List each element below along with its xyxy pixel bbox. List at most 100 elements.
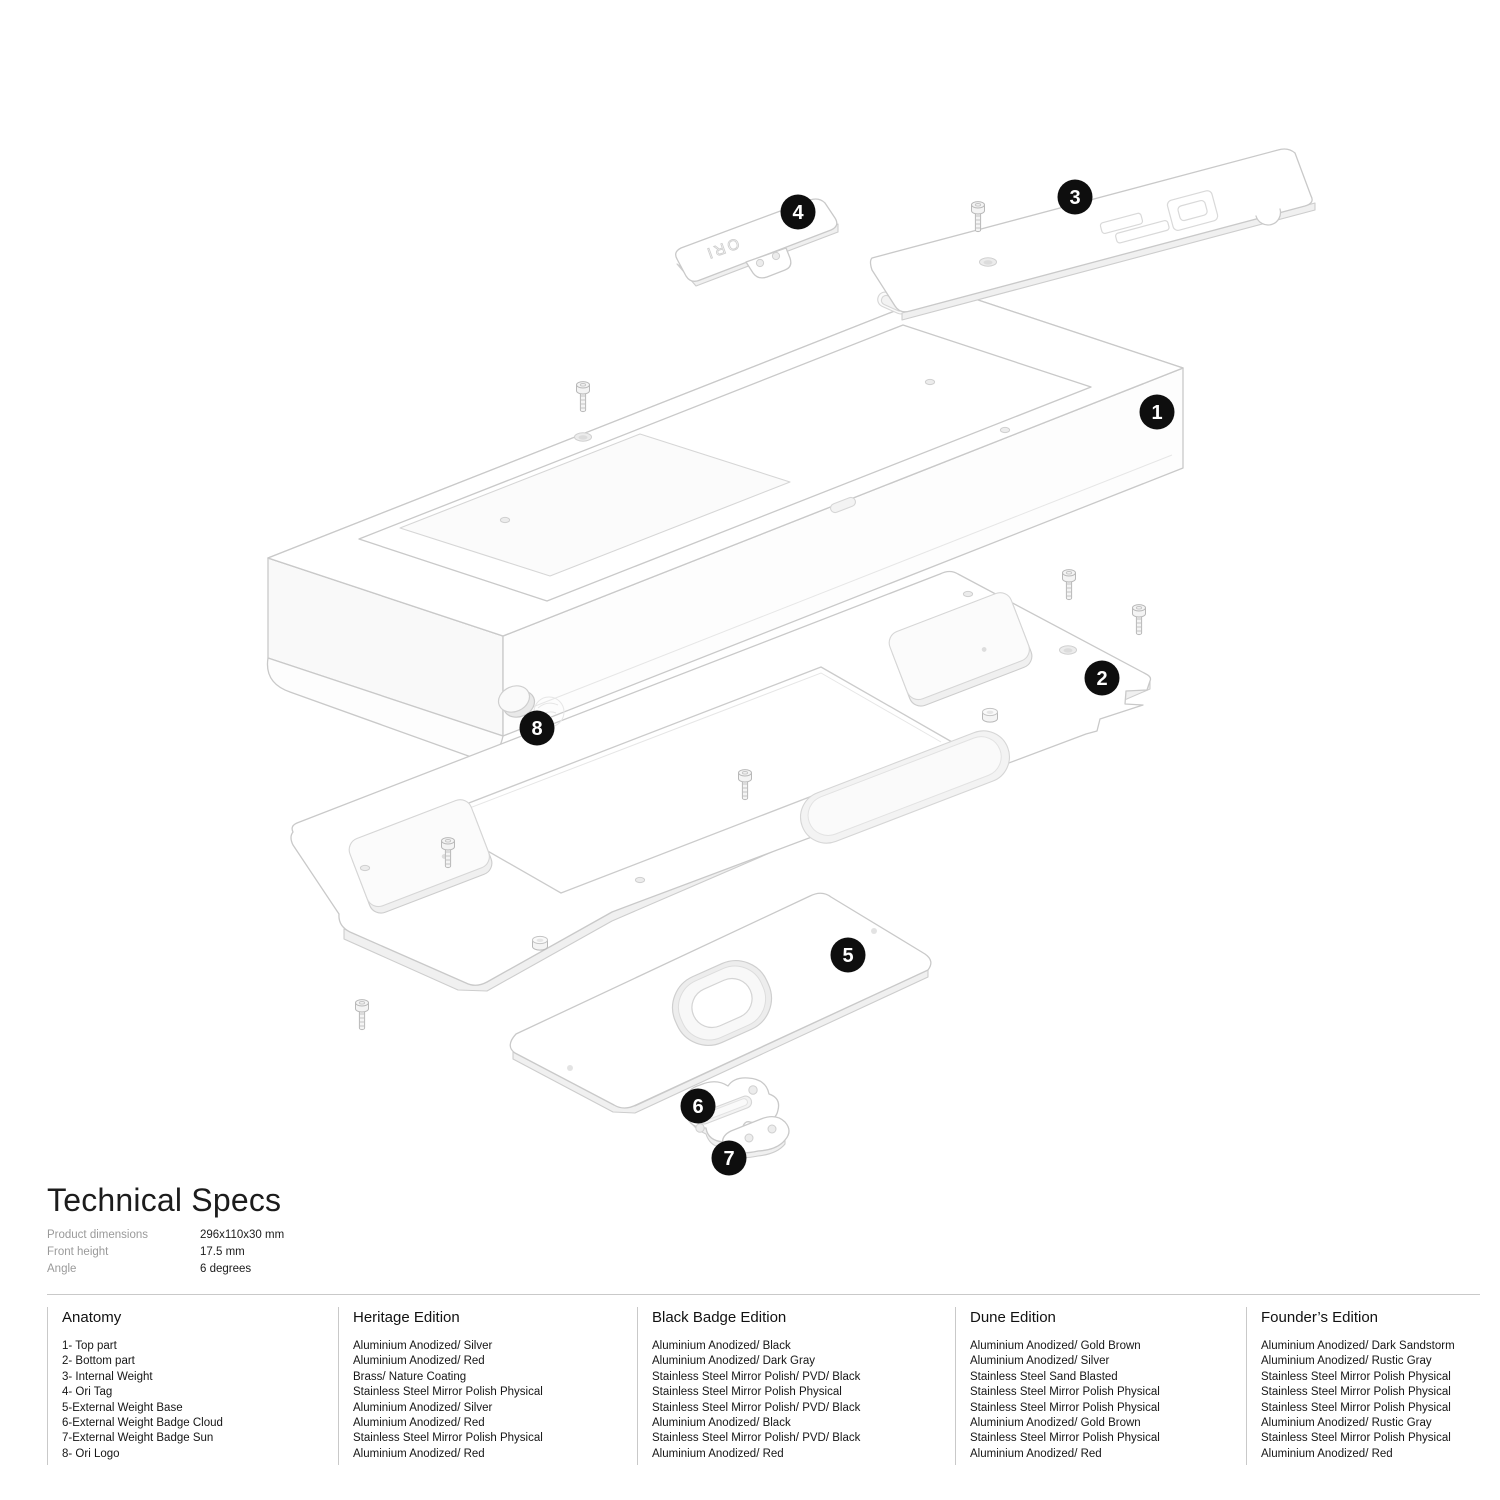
material-item: Aluminium Anodized/ Rustic Gray: [1261, 1417, 1432, 1430]
anatomy-item: 2- Bottom part: [62, 1355, 135, 1368]
column-header: Founder’s Edition: [1261, 1309, 1379, 1326]
anatomy-item: 5-External Weight Base: [62, 1401, 183, 1414]
anatomy-item: 4- Ori Tag: [62, 1386, 113, 1399]
badge-number: 6: [692, 1096, 703, 1118]
column-header: Dune Edition: [970, 1309, 1056, 1326]
callout-badge-5: 5: [830, 937, 866, 973]
material-item: Aluminium Anodized/ Silver: [353, 1340, 493, 1352]
material-item: Stainless Steel Mirror Polish Physical: [353, 1386, 543, 1399]
spec-label: Product dimensions: [47, 1229, 148, 1241]
callout-badge-6: 6: [680, 1088, 716, 1124]
plate-pad: [888, 592, 1033, 707]
material-item: Brass/ Nature Coating: [353, 1370, 467, 1383]
spec-column-black-badge: Black Badge Edition Aluminium Anodized/ …: [637, 1307, 935, 1465]
badge-circle: [519, 710, 555, 746]
material-item: Aluminium Anodized/ Gold Brown: [970, 1417, 1141, 1430]
column-header: Black Badge Edition: [652, 1309, 787, 1326]
screw-icon: [576, 381, 590, 413]
material-item: Aluminium Anodized/ Dark Sandstorm: [1261, 1340, 1455, 1352]
material-item: Stainless Steel Mirror Polish/ PVD/ Blac…: [652, 1401, 861, 1414]
column-header: Anatomy: [62, 1309, 122, 1326]
spec-column-heritage: Heritage Edition Aluminium Anodized/ Sil…: [338, 1307, 617, 1465]
material-item: Stainless Steel Mirror Polish Physical: [1261, 1401, 1451, 1414]
callout-badge-2: 2: [1084, 660, 1120, 696]
badge-number: 1: [1151, 402, 1162, 424]
material-item: Aluminium Anodized/ Black: [652, 1340, 791, 1352]
badge-circle: [830, 937, 866, 973]
spec-summary: Product dimensions 296x110x30 mm Front he…: [47, 1227, 284, 1278]
standoff-boss: [982, 707, 998, 723]
badge-number: 4: [792, 202, 804, 224]
spec-label: Front height: [47, 1246, 109, 1258]
screw-icon: [971, 201, 985, 233]
part-bottom-plate: [290, 570, 1152, 992]
badge-circle: [1057, 179, 1093, 215]
material-item: Aluminium Anodized/ Red: [970, 1447, 1102, 1460]
badge-circle: [1084, 660, 1120, 696]
material-item: Aluminium Anodized/ Dark Gray: [652, 1355, 815, 1368]
anatomy-item: 1- Top part: [62, 1340, 117, 1352]
spec-row: Front height 17.5 mm: [47, 1244, 284, 1261]
part-external-weight-base: [509, 892, 932, 1114]
material-item: Aluminium Anodized/ Rustic Gray: [1261, 1355, 1432, 1368]
spec-value: 296x110x30 mm: [200, 1229, 285, 1241]
badge-number: 2: [1096, 668, 1107, 690]
material-item: Stainless Steel Mirror Polish Physical: [970, 1432, 1160, 1445]
material-item: Stainless Steel Mirror Polish Physical: [1261, 1432, 1451, 1445]
table-top-rule: [47, 1294, 1480, 1295]
badge-number: 8: [531, 718, 542, 740]
badge-circle: [1139, 394, 1175, 430]
badge-number: 3: [1069, 187, 1080, 209]
spec-column-founders: Founder’s Edition Aluminium Anodized/ Da…: [1246, 1307, 1480, 1465]
callout-badge-1: 1: [1139, 394, 1175, 430]
screw-icon: [355, 999, 369, 1031]
material-item: Stainless Steel Sand Blasted: [970, 1370, 1118, 1383]
material-item: Aluminium Anodized/ Red: [353, 1355, 485, 1368]
material-item: Aluminium Anodized/ Black: [652, 1417, 791, 1430]
material-item: Aluminium Anodized/ Red: [652, 1447, 784, 1460]
plate-pad: [348, 799, 493, 914]
badge-circle: [711, 1140, 747, 1176]
plate-trough: [800, 730, 1010, 844]
weight-base-grommet: [671, 960, 773, 1046]
badge-circle: [780, 194, 816, 230]
material-item: Stainless Steel Mirror Polish Physical: [353, 1432, 543, 1445]
material-item: Stainless Steel Mirror Polish Physical: [1261, 1386, 1451, 1399]
anatomy-item: 3- Internal Weight: [62, 1370, 153, 1383]
material-item: Stainless Steel Mirror Polish/ PVD/ Blac…: [652, 1370, 861, 1383]
callout-badge-3: 3: [1057, 179, 1093, 215]
callout-badge-4: 4: [780, 194, 816, 230]
anatomy-item: 7-External Weight Badge Sun: [62, 1432, 214, 1445]
case-deck: [399, 432, 791, 577]
material-item: Stainless Steel Mirror Polish Physical: [970, 1386, 1160, 1399]
badge-circle: [680, 1088, 716, 1124]
material-item: Aluminium Anodized/ Red: [353, 1447, 485, 1460]
page-title: Technical Specs: [47, 1182, 282, 1218]
material-item: Aluminium Anodized/ Red: [1261, 1447, 1393, 1460]
screw-icon: [1132, 604, 1146, 636]
material-item: Aluminium Anodized/ Silver: [353, 1401, 493, 1414]
case-front-slot: [830, 496, 856, 514]
anatomy-item: 8- Ori Logo: [62, 1447, 120, 1460]
part-ori-logo: [497, 685, 565, 728]
callout-badge-8: 8: [519, 710, 555, 746]
spec-row: Product dimensions 296x110x30 mm: [47, 1227, 284, 1244]
material-item: Stainless Steel Mirror Polish/ PVD/ Blac…: [652, 1432, 861, 1445]
material-item: Stainless Steel Mirror Polish Physical: [1261, 1370, 1451, 1383]
spec-column-anatomy: Anatomy 1- Top part 2- Bottom part 3- Inte…: [47, 1307, 318, 1465]
part-top-case: [266, 289, 1184, 760]
material-item: Aluminium Anodized/ Red: [353, 1417, 485, 1430]
engraved-logo: [1099, 190, 1219, 244]
column-rows: 1- Top part 2- Bottom part 3- Internal Wei…: [62, 1339, 318, 1462]
material-item: Stainless Steel Mirror Polish Physical: [970, 1401, 1160, 1414]
spec-column-dune: Dune Edition Aluminium Anodized/ Gold Br…: [955, 1307, 1226, 1465]
spec-value: 17.5 mm: [200, 1246, 245, 1258]
spec-label: Angle: [47, 1263, 77, 1275]
badge-number: 5: [842, 945, 853, 967]
